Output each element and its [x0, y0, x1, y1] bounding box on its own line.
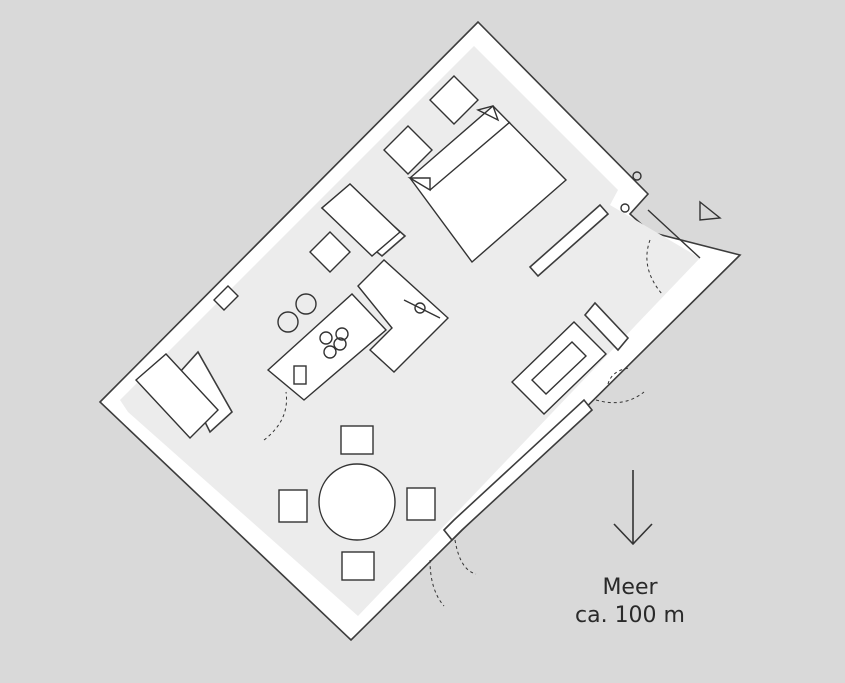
nightstand-right — [429, 75, 479, 125]
south-arrow-icon — [613, 470, 653, 546]
dining-chair-left — [278, 489, 308, 523]
living-room — [511, 321, 645, 415]
dining-chair-bottom — [341, 551, 375, 581]
direction-label: Meer — [602, 575, 658, 600]
dining-area — [278, 425, 477, 607]
shower-head-icon — [620, 171, 642, 213]
dining-chair-right — [406, 487, 436, 521]
dining-table — [318, 463, 396, 541]
nightstand-left — [383, 125, 433, 175]
entrance — [134, 353, 288, 441]
bedroom — [320, 75, 568, 264]
north-triangle-icon — [699, 200, 722, 221]
kitchen — [213, 231, 450, 401]
wardrobe — [320, 183, 402, 257]
dining-chair-top — [340, 425, 374, 455]
sofa — [511, 321, 607, 415]
fridge — [309, 231, 351, 273]
double-bed — [409, 105, 568, 264]
distance-label: ca. 100 m — [575, 603, 685, 628]
kitchen-island — [357, 259, 450, 373]
entry-cabinet — [134, 353, 219, 440]
bathroom — [620, 171, 701, 295]
